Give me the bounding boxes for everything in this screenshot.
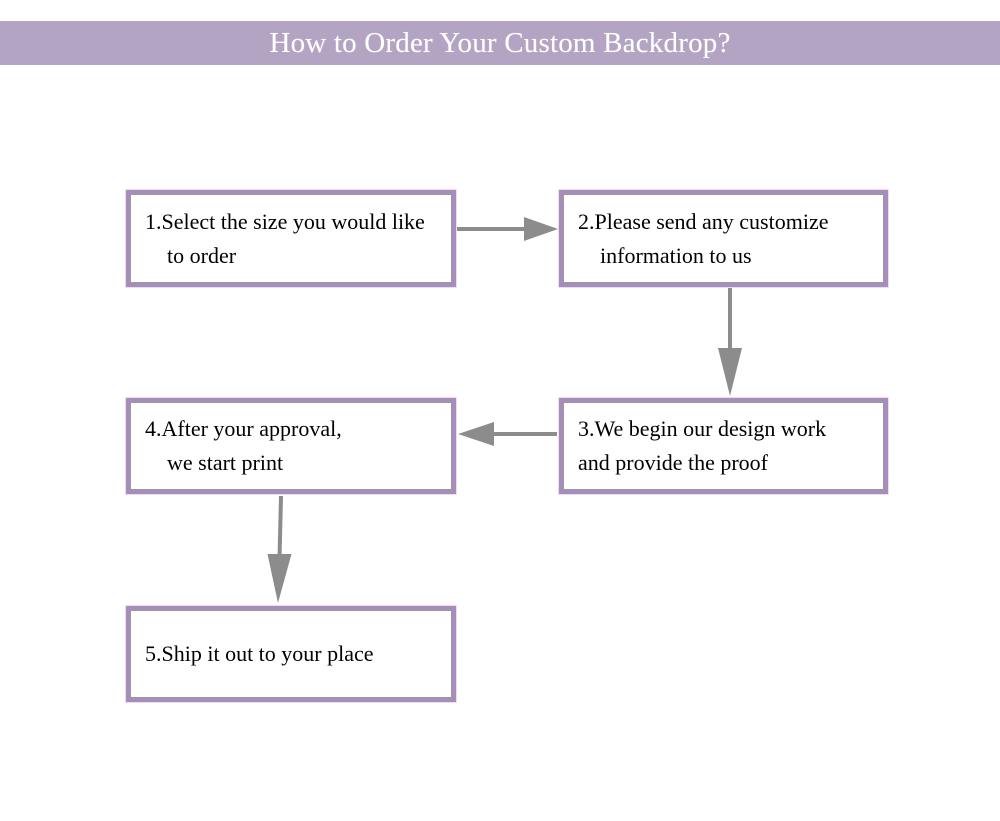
header-banner: How to Order Your Custom Backdrop?: [0, 21, 1000, 65]
flow-step-1-inner: 1.Select the size you would like to orde…: [130, 194, 452, 283]
flow-step-4-line-1: 4.After your approval,: [145, 416, 342, 441]
flow-step-3-box: 3.We begin our design work and provide t…: [559, 398, 888, 494]
flow-step-1-line-2: to order: [167, 242, 237, 268]
flow-step-3-line-2: and provide the proof: [578, 450, 768, 475]
flow-step-5-inner: 5.Ship it out to your place: [130, 610, 452, 698]
connector-2-to-3-arrow-icon: [718, 288, 742, 396]
flow-step-4-line-2: we start print: [167, 450, 284, 475]
flow-step-4-box: 4.After your approval, we start print: [126, 398, 456, 494]
flow-step-3-inner: 3.We begin our design work and provide t…: [563, 402, 884, 490]
flow-step-2-line-1: 2.Please send any customize: [578, 208, 829, 234]
connector-4-to-5-arrow-icon: [267, 495, 292, 603]
flow-step-3-line-1: 3.We begin our design work: [578, 416, 827, 441]
flow-step-2-inner: 2.Please send any customize information …: [563, 194, 884, 283]
flow-step-5-box: 5.Ship it out to your place: [126, 606, 456, 702]
flow-step-1-line-1: 1.Select the size you would like: [145, 208, 425, 234]
flow-step-2-line-2: information to us: [600, 242, 752, 268]
connector-1-to-2-arrow-icon: [457, 217, 558, 241]
flow-step-1-box: 1.Select the size you would like to orde…: [126, 190, 456, 287]
flow-step-5-line-1: 5.Ship it out to your place: [145, 641, 374, 666]
connector-3-to-4-arrow-icon: [458, 422, 557, 446]
flow-step-4-inner: 4.After your approval, we start print: [130, 402, 452, 490]
flow-step-2-box: 2.Please send any customize information …: [559, 190, 888, 287]
page-title: How to Order Your Custom Backdrop?: [269, 26, 731, 59]
